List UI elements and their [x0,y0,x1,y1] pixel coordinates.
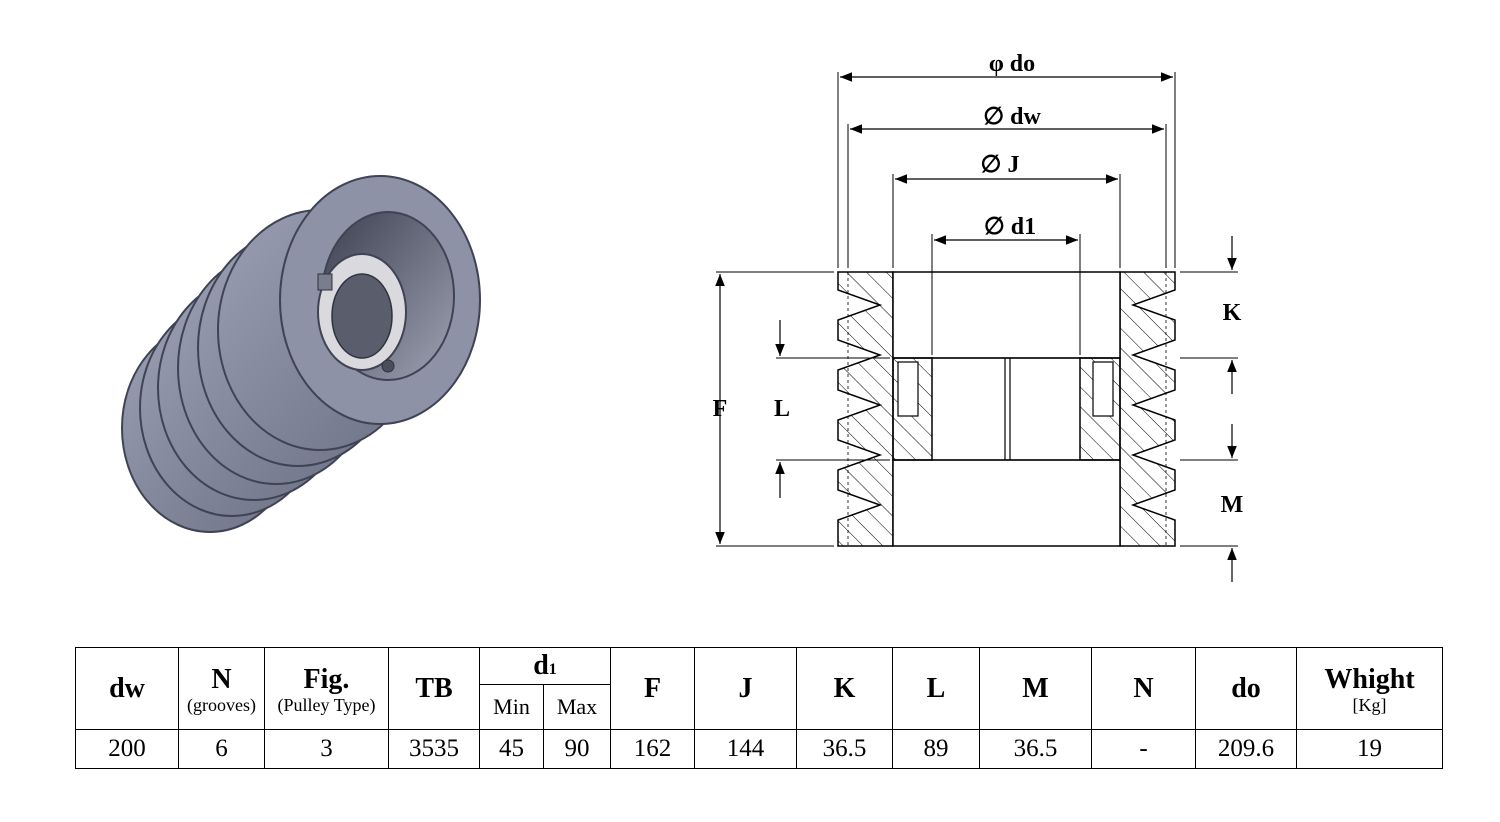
right-wall-section [1119,271,1176,547]
keyway [317,273,333,291]
header-subrow: Min Max [76,684,1443,730]
header-row: dw N(grooves) Fig.(Pulley Type) TB d1 F … [75,647,1444,730]
pulley-cross-section-drawing: φ do ∅ dw ∅ J ∅ d1 K L F M [713,51,1244,582]
header-j: J [694,647,798,730]
cell-fig: 3 [264,729,389,769]
cell-m: 36.5 [979,729,1093,769]
label-j: ∅ J [981,152,1020,178]
header-f: F [610,647,696,730]
header-n: N(grooves) [178,647,265,730]
header-dw: dw [75,647,179,730]
label-m: M [1221,492,1244,518]
cell-dw: 200 [75,729,179,769]
cell-tb: 3535 [388,729,480,769]
header-weight: Whight[Kg] [1296,647,1444,730]
label-f: F [713,396,728,422]
header-d1: d1 [478,647,612,685]
cell-k: 36.5 [796,729,894,769]
header-k: K [796,647,894,730]
table-row: 200 6 3 3535 45 90 162 144 36.5 89 36.5 … [75,729,1444,769]
cell-l: 89 [892,729,981,769]
label-do: φ do [989,51,1035,77]
label-d1: ∅ d1 [984,214,1036,240]
label-l: L [774,396,790,422]
cell-d1-max: 90 [542,729,612,769]
cell-do: 209.6 [1195,729,1298,769]
left-wall-section [837,271,894,547]
header-d1-max: Max [542,684,612,730]
cell-n2: - [1091,729,1197,769]
cell-weight: 19 [1296,729,1444,769]
bush-bore [331,273,393,359]
bush-screw [381,359,395,373]
cell-f: 162 [610,729,696,769]
header-l: L [892,647,981,730]
label-dw: ∅ dw [983,104,1041,130]
hub-top-recess [892,271,1121,359]
header-tb: TB [388,647,480,730]
bush-bolt-left [897,361,919,417]
pulley-3d-illustration [121,175,481,533]
cell-n: 6 [178,729,265,769]
hub-bottom-recess [892,459,1121,547]
header-d1-min: Min [479,684,544,730]
header-do: do [1195,647,1298,730]
bush-bolt-right [1092,361,1114,417]
label-k: K [1223,300,1242,326]
cell-d1-min: 45 [479,729,544,769]
header-n2: N [1091,647,1197,730]
header-m: M [979,647,1093,730]
specification-table: dw N(grooves) Fig.(Pulley Type) TB d1 F … [75,647,1444,769]
cell-j: 144 [694,729,798,769]
header-fig: Fig.(Pulley Type) [264,647,389,730]
